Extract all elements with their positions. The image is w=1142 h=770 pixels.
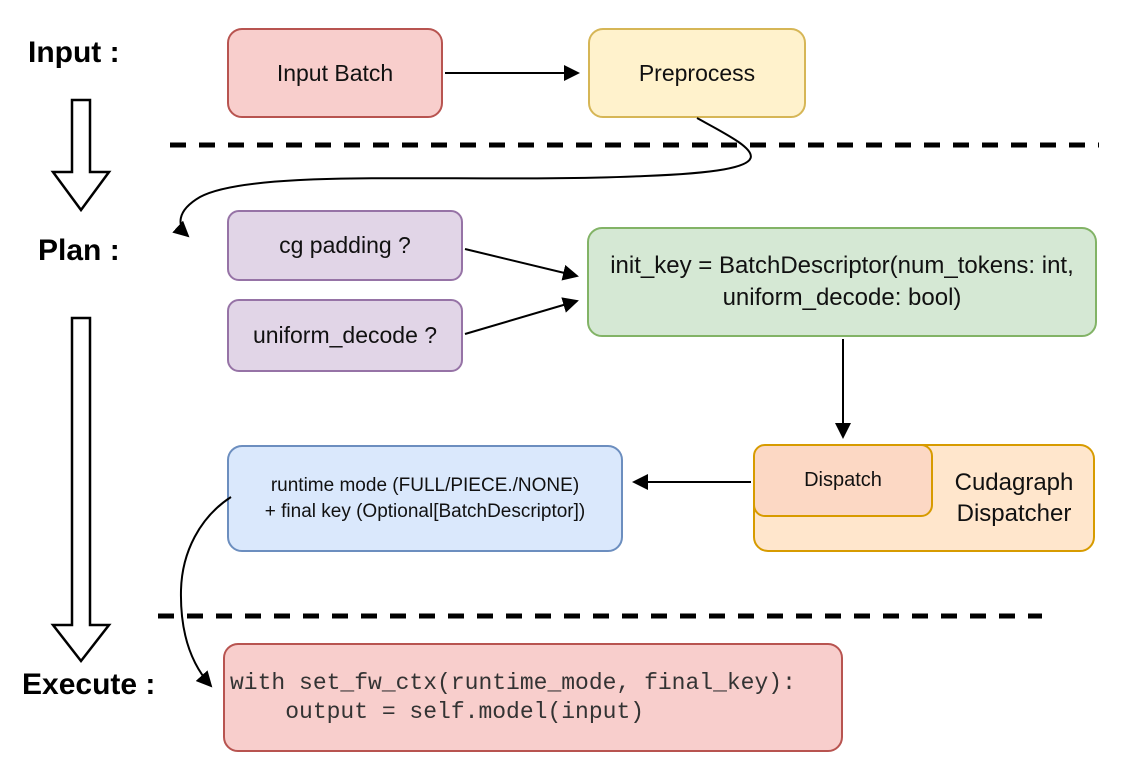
cudagraph-label-line1: Cudagraph — [954, 468, 1074, 496]
section-label-plan: Plan : — [38, 234, 120, 267]
node-dispatch-label: Dispatch — [804, 469, 882, 492]
arrow-cg-padding-to-init-key — [464, 248, 579, 281]
arrow-uniform-decode-to-init-key — [464, 297, 579, 335]
node-runtime-mode-line1: runtime mode (FULL/PIECE./NONE) — [270, 475, 580, 497]
stage-arrow-input-to-plan — [50, 98, 112, 213]
node-init-key-line1: init_key = BatchDescriptor(num_tokens: i… — [610, 252, 1074, 280]
node-init-key: init_key = BatchDescriptor(num_tokens: i… — [587, 227, 1097, 337]
node-dispatch: Dispatch — [753, 444, 933, 517]
node-init-key-line2: uniform_decode: bool) — [722, 284, 962, 311]
node-execute-code: with set_fw_ctx(runtime_mode, final_key)… — [223, 643, 843, 752]
node-cg-padding-label: cg padding ? — [279, 232, 411, 259]
node-cg-padding: cg padding ? — [227, 210, 463, 281]
section-label-input: Input : — [28, 36, 120, 69]
node-uniform-decode-label: uniform_decode ? — [252, 322, 438, 349]
cudagraph-label-line2: Dispatcher — [956, 500, 1072, 527]
node-input-batch: Input Batch — [227, 28, 443, 118]
node-preprocess-label: Preprocess — [638, 59, 756, 86]
node-input-batch-label: Input Batch — [276, 59, 394, 86]
node-uniform-decode: uniform_decode ? — [227, 299, 463, 372]
stage-arrow-plan-to-execute — [50, 316, 112, 664]
node-preprocess: Preprocess — [588, 28, 806, 118]
execute-code-text: with set_fw_ctx(runtime_mode, final_key)… — [230, 669, 796, 725]
node-runtime-mode: runtime mode (FULL/PIECE./NONE) + final … — [227, 445, 623, 552]
node-runtime-mode-line2: + final key (Optional[BatchDescriptor]) — [264, 500, 586, 522]
section-label-execute: Execute : — [22, 668, 156, 701]
node-cudagraph-dispatcher-label: Cudagraph Dispatcher — [933, 444, 1095, 552]
